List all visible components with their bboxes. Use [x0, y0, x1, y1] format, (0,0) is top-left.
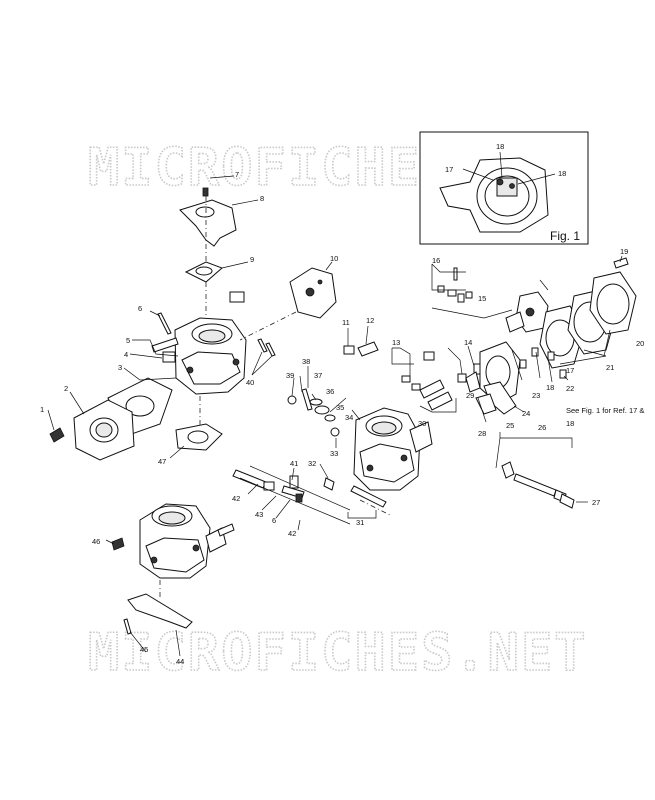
- center-carburetor: [350, 407, 433, 517]
- callout-19: 19: [620, 247, 628, 256]
- callout-9: 9: [250, 255, 254, 264]
- callout-16: 16: [432, 256, 440, 265]
- callout-3: 3: [118, 363, 122, 372]
- note-line-1: See Fig. 1 for Ref. 17 &: [566, 406, 644, 415]
- callout-36: 36: [326, 387, 334, 396]
- callout-29: 29: [466, 391, 474, 400]
- upper-left-carburetor: [49, 187, 276, 461]
- callout-41: 41: [290, 459, 298, 468]
- callout-47: 47: [158, 457, 166, 466]
- callout-6b: 6: [272, 516, 276, 525]
- callout-32: 32: [308, 459, 316, 468]
- callout-39: 39: [286, 371, 294, 380]
- callout-10: 10: [330, 254, 338, 263]
- fuel-line-parts: [232, 465, 351, 525]
- callout-15: 15: [478, 294, 486, 303]
- fig1-callout-18b: 18: [558, 169, 566, 178]
- callout-44: 44: [176, 657, 184, 666]
- callout-24: 24: [522, 409, 530, 418]
- callout-33: 33: [330, 449, 338, 458]
- callout-45: 45: [140, 645, 148, 654]
- callout-18: 18: [546, 383, 554, 392]
- linkage-parts: [287, 341, 453, 437]
- part-10-cover: [239, 267, 337, 341]
- callout-5: 5: [126, 336, 130, 345]
- callout-34: 34: [345, 413, 353, 422]
- watermark-bottom: MICROFICHES.NET: [88, 623, 588, 683]
- right-side-parts: [437, 257, 637, 509]
- callout-labels: 1 2 3 4 5 6 7 8 9 10 11 12 13 14 15 16 1…: [40, 170, 644, 666]
- callout-46: 46: [92, 537, 100, 546]
- callout-22: 22: [566, 384, 574, 393]
- callout-42b: 42: [288, 529, 296, 538]
- callout-11: 11: [342, 318, 350, 327]
- callout-38: 38: [302, 357, 310, 366]
- callout-17: 17: [566, 366, 574, 375]
- callout-6: 6: [138, 304, 142, 313]
- callout-12: 12: [366, 316, 374, 325]
- callout-2: 2: [64, 384, 68, 393]
- fig1-callout-18a: 18: [496, 142, 504, 151]
- note-line-2: 18: [566, 419, 574, 428]
- callout-26: 26: [538, 423, 546, 432]
- callout-14: 14: [464, 338, 472, 347]
- callout-4: 4: [124, 350, 128, 359]
- callout-25: 25: [506, 421, 514, 430]
- callout-21: 21: [606, 363, 614, 372]
- callout-35: 35: [336, 403, 344, 412]
- fig1-inset: 17 18 18 Fig. 1: [419, 131, 589, 245]
- callout-37: 37: [314, 371, 322, 380]
- callout-27: 27: [592, 498, 600, 507]
- callout-23: 23: [532, 391, 540, 400]
- leader-lines: [47, 175, 623, 657]
- callout-8: 8: [260, 194, 264, 203]
- callout-7: 7: [235, 170, 239, 179]
- callout-1: 1: [40, 405, 44, 414]
- callout-42a: 42: [232, 494, 240, 503]
- callout-40: 40: [246, 378, 254, 387]
- callout-31: 31: [356, 518, 364, 527]
- callout-30: 30: [418, 419, 426, 428]
- fig1-callout-17: 17: [445, 165, 453, 174]
- callout-13: 13: [392, 338, 400, 347]
- callout-20: 20: [636, 339, 644, 348]
- fig1-caption: Fig. 1: [550, 229, 580, 243]
- callout-43: 43: [255, 510, 263, 519]
- lower-left-carburetor: [111, 503, 235, 635]
- callout-28: 28: [478, 429, 486, 438]
